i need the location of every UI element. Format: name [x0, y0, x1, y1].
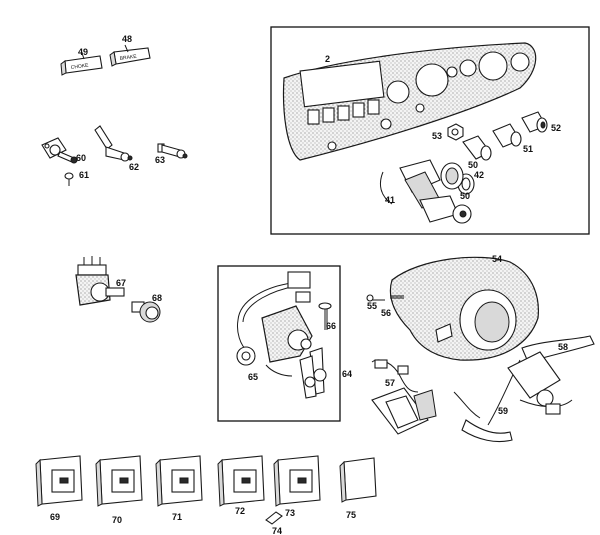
dashboard-inset-frame	[270, 26, 590, 235]
label-52: 52	[551, 123, 561, 133]
rocker-switch-73	[273, 455, 321, 507]
switch-63	[157, 143, 188, 159]
label-56: 56	[381, 308, 391, 318]
lamp-52	[521, 111, 548, 133]
label-75: 75	[346, 510, 356, 520]
steering-lock-body	[261, 305, 313, 363]
label-53: 53	[432, 131, 442, 141]
label-71: 71	[172, 512, 182, 522]
svg-text:BRAKE: BRAKE	[119, 54, 137, 62]
brake-knob: BRAKE	[109, 44, 151, 67]
label-70: 70	[112, 515, 122, 525]
label-69: 69	[50, 512, 60, 522]
hazard-switch-57	[371, 359, 437, 435]
label-63: 63	[155, 155, 165, 165]
dashboard-panel	[282, 42, 537, 161]
label-62: 62	[129, 162, 139, 172]
choke-knob: CHOKE	[60, 52, 103, 76]
nut-53	[447, 123, 464, 141]
rocker-switch-70	[95, 455, 143, 507]
label-55: 55	[367, 301, 377, 311]
rocker-switch-71	[155, 455, 203, 507]
label-50-upper: 50	[468, 160, 478, 170]
screw-61	[64, 172, 74, 186]
keys-64	[299, 347, 327, 399]
label-57: 57	[385, 378, 395, 388]
screw-55	[366, 294, 385, 302]
label-60: 60	[76, 153, 86, 163]
label-68: 68	[152, 293, 162, 303]
lamp-50-upper	[462, 135, 492, 161]
rheostat-67	[75, 256, 125, 306]
label-51: 51	[523, 144, 533, 154]
label-65: 65	[248, 372, 258, 382]
label-48: 48	[122, 34, 132, 44]
label-58: 58	[558, 342, 568, 352]
screw-56	[390, 295, 404, 299]
label-41: 41	[385, 195, 395, 205]
label-61: 61	[79, 170, 89, 180]
label-72: 72	[235, 506, 245, 516]
label-2: 2	[325, 54, 330, 64]
label-67: 67	[116, 278, 126, 288]
bolt-66	[318, 302, 332, 330]
lamp-51	[492, 123, 522, 148]
label-50-lower: 50	[460, 191, 470, 201]
switch-60	[41, 137, 78, 164]
label-54: 54	[492, 254, 502, 264]
indicator-stalk-58	[487, 335, 595, 426]
label-59: 59	[498, 406, 508, 416]
ignition-inset-frame	[217, 265, 341, 422]
wiper-stalk-59	[453, 391, 573, 443]
label-64: 64	[342, 369, 352, 379]
label-66: 66	[326, 321, 336, 331]
label-74: 74	[272, 526, 282, 535]
rocker-switch-72	[217, 455, 265, 507]
svg-text:CHOKE: CHOKE	[70, 62, 89, 71]
blank-plate-75	[339, 457, 377, 503]
rocker-switch-69	[35, 455, 83, 507]
ignition-lock-42	[440, 162, 464, 190]
knob-68	[131, 301, 161, 323]
switch-62	[94, 125, 133, 162]
ignition-harness-65	[236, 271, 311, 377]
label-49: 49	[78, 47, 88, 57]
lens-74	[265, 511, 283, 525]
column-cowl-54	[389, 256, 539, 361]
ignition-switch-41	[379, 159, 472, 224]
label-73: 73	[285, 508, 295, 518]
label-42: 42	[474, 170, 484, 180]
